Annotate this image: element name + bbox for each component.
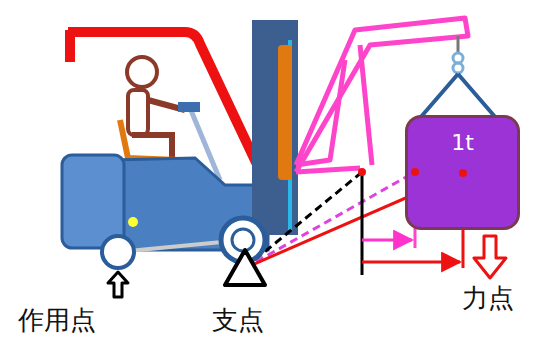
mast [252,20,298,235]
point-dot [358,168,366,176]
effort-point-label: 作用点 [18,306,96,335]
rear-wheel [102,236,134,268]
distance-arrow [362,261,460,264]
counterweight [62,155,124,248]
vertical-line [361,172,364,275]
driver-figure [127,57,185,160]
effort-arrow [108,272,128,297]
fulcrum-label: 支点 [212,306,264,335]
fork-carriage [278,45,292,180]
pivot-dot [128,217,138,227]
fulcrum [225,250,265,285]
steering [178,102,200,112]
distance-arrow [362,239,412,242]
arm-line [245,172,415,268]
hook [420,36,496,118]
load-point-label: 力点 [462,284,514,313]
seat [120,120,178,160]
load-arrow [474,236,506,278]
load-box: 1t [405,115,520,230]
load-weight: 1t [408,130,517,155]
front-wheel [232,229,254,251]
roof-guard [65,30,75,62]
